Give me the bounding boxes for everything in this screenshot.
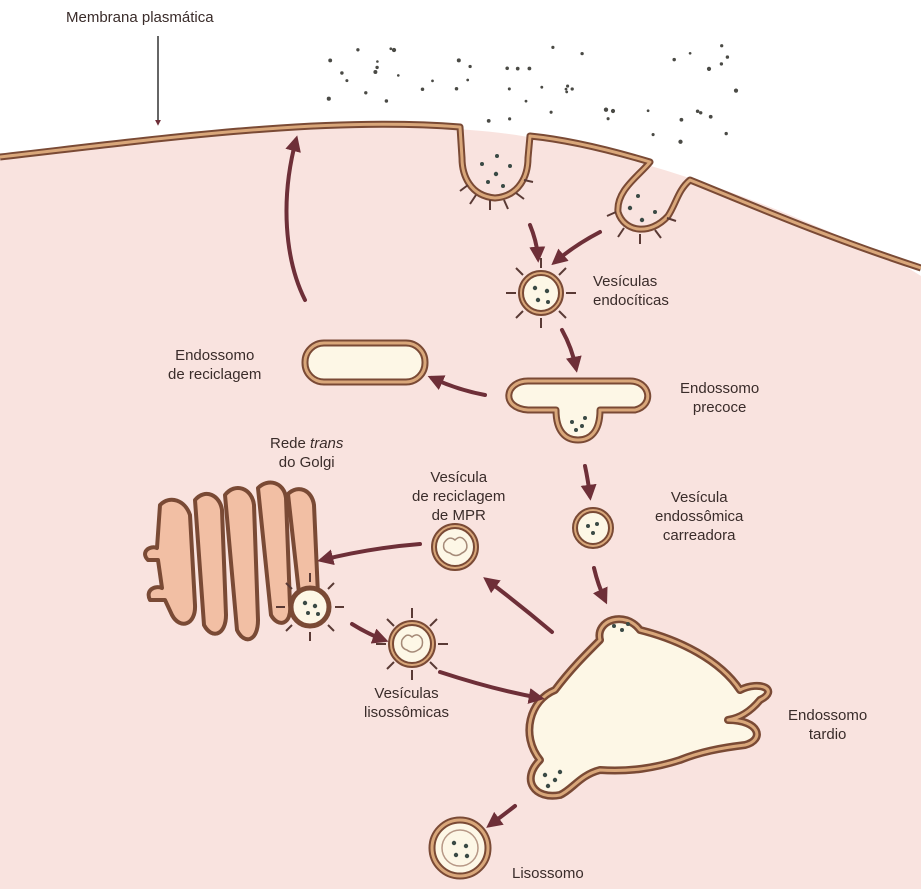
particle (389, 47, 392, 50)
particle (364, 91, 367, 94)
particle (487, 119, 491, 123)
endosomal-carrier-vesicle (575, 510, 611, 546)
particle (652, 133, 655, 136)
particle (720, 62, 723, 65)
particle (720, 44, 723, 47)
particle (466, 79, 469, 82)
mpr-recycling-vesicle (434, 526, 476, 568)
particle (680, 118, 684, 122)
particle (525, 100, 528, 103)
particle (672, 58, 675, 61)
label-lysosomal-vesicles: Vesículas lisossômicas (364, 684, 449, 722)
particle (647, 109, 650, 112)
particle (725, 132, 728, 135)
particle (505, 67, 509, 71)
label-early-endosome: Endossomo precoce (680, 379, 759, 417)
lysosome (432, 820, 488, 876)
particle (709, 115, 713, 119)
recycling-endosome (305, 343, 425, 382)
particle (328, 58, 332, 62)
label-endocytic-vesicles: Vesículas endocíticas (593, 272, 669, 310)
label-lysosome: Lisossomo (512, 864, 584, 883)
particle (551, 46, 554, 49)
label-late-endosome: Endossomo tardio (788, 706, 867, 744)
particle (508, 117, 511, 120)
particle (678, 140, 682, 144)
particle (468, 65, 471, 68)
particle (707, 67, 711, 71)
particle (397, 74, 400, 77)
particle (689, 52, 692, 55)
particle (566, 85, 569, 88)
particle (421, 88, 425, 92)
particle (565, 90, 568, 93)
particle (726, 55, 729, 58)
label-endosomal-carrier-vesicle: Vesícula endossômica carreadora (655, 488, 743, 545)
particle (604, 108, 608, 112)
particle (345, 79, 348, 82)
particle (392, 48, 396, 52)
particle (340, 71, 343, 74)
label-mpr-recycling-vesicle: Vesícula de reciclagem de MPR (412, 468, 505, 525)
particle (356, 48, 359, 51)
particle (571, 87, 574, 90)
particle (376, 60, 379, 63)
particle (611, 109, 615, 113)
particle (431, 80, 434, 83)
particle (540, 86, 543, 89)
particle (457, 58, 461, 62)
label-trans-golgi-network: Rede trans do Golgi (270, 434, 343, 472)
particle (385, 99, 388, 102)
particle (580, 52, 583, 55)
particle (696, 109, 700, 113)
particle (734, 89, 738, 93)
particle (528, 67, 532, 71)
particle (508, 87, 511, 90)
particle (455, 87, 459, 91)
particle (373, 70, 377, 74)
particle (516, 67, 520, 71)
particle (565, 88, 568, 91)
particle (607, 117, 610, 120)
particle (327, 97, 331, 101)
particle (375, 66, 378, 69)
particle (550, 111, 553, 114)
label-recycling-endosome: Endossomo de reciclagem (168, 346, 261, 384)
label-plasma-membrane: Membrana plasmática (66, 8, 214, 27)
particle (699, 111, 702, 114)
